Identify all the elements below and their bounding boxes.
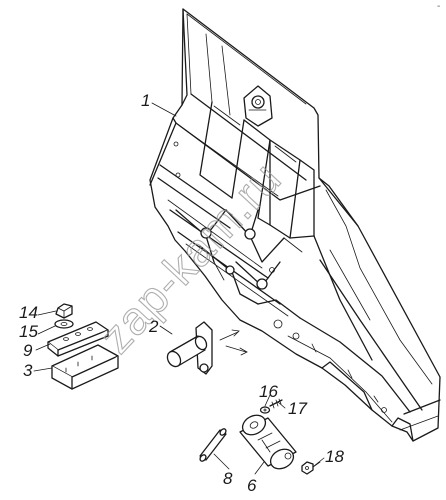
bolt-part-17	[269, 398, 283, 409]
block-part-3	[51, 344, 119, 390]
pin-part-8	[199, 428, 227, 462]
watermark-text: zap-kam.ru	[89, 152, 291, 363]
platform-frame-assembly	[149, 8, 441, 442]
label-part-14: 14	[19, 303, 38, 322]
label-part-15: 15	[19, 322, 38, 341]
assembly-direction-arrows	[219, 329, 248, 356]
washer-part-15	[54, 319, 74, 329]
label-part-9: 9	[23, 341, 33, 360]
label-part-2: 2	[148, 317, 159, 336]
axle-sleeve-part-6	[239, 414, 297, 470]
label-part-17: 17	[288, 399, 307, 418]
nut-part-14	[55, 303, 73, 319]
label-part-6: 6	[247, 476, 257, 495]
plate-part-9	[47, 321, 109, 357]
label-part-18: 18	[325, 447, 344, 466]
label-part-1: 1	[141, 91, 150, 110]
washer-part-16	[259, 406, 271, 414]
corner-mark: -	[437, 1, 440, 12]
part-number-labels: 1 2 14 15 9 3 16 17 8 6 18	[19, 91, 344, 495]
label-part-8: 8	[223, 469, 233, 488]
label-part-16: 16	[259, 382, 278, 401]
label-part-3: 3	[23, 361, 33, 380]
lever-pin-part-2	[166, 321, 213, 375]
leader-lines	[33, 102, 325, 475]
